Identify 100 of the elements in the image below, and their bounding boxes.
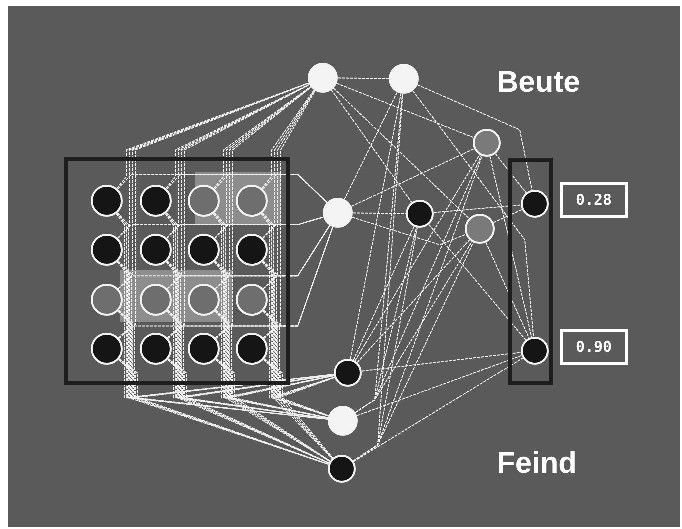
connection-line [166,260,330,464]
connection-line [353,226,415,361]
connection-line [344,92,398,200]
connection-line [338,78,390,80]
connection-line [355,241,473,414]
connection-line [428,224,526,341]
connection-line [168,84,310,340]
connection-line [118,226,334,339]
connection-line [262,260,334,460]
connection-line [417,84,533,191]
connection-line [361,352,522,372]
connection-line [264,310,334,459]
connection-line [216,310,331,462]
connection-line [119,358,330,465]
connection-line [118,82,310,340]
connection-line [262,90,315,190]
neuron-circle [91,333,123,365]
neuron-circle [334,359,362,387]
layer-frame [508,158,553,385]
neuron-circle [389,64,419,94]
connection-line [352,212,406,214]
connection-line [356,355,522,416]
connection-line [117,82,310,239]
neuron-circle [236,333,268,365]
output-label: Feind [497,447,577,481]
connection-line [336,83,474,138]
connection-line [215,310,329,418]
neuron-circle [328,406,358,436]
connection-line [263,90,316,290]
connection-line [352,217,467,246]
connection-line [118,260,330,466]
connection-line [350,93,402,360]
connection-line [331,90,412,204]
neuron-circle [521,337,549,365]
connection-line [215,86,312,290]
connection-line [216,358,331,462]
neuron-circle [140,185,172,217]
connection-line [264,358,330,416]
connection-line [262,225,330,290]
connection-line [263,226,334,339]
connection-line [262,310,336,399]
value-box: 0.90 [560,329,628,365]
connection-line [167,84,310,290]
connection-line [262,212,330,417]
connection-line [216,86,312,340]
connection-line [216,358,329,418]
connection-line [353,358,524,462]
neuron-circle [328,455,356,483]
connection-line [118,310,330,465]
connection-line [493,209,523,224]
connection-line [118,310,329,420]
neuron-circle [323,198,353,228]
neuron-circle [188,185,220,217]
connection-line [214,310,335,399]
connection-line [168,310,330,464]
connection-line [262,174,328,204]
neuron-circle [188,234,220,266]
connection-line [262,212,333,460]
connection-line [118,82,310,290]
connection-line [166,212,330,464]
connection-line [433,204,522,214]
connection-line [263,310,330,416]
neuron-circle [465,214,495,244]
connection-line [118,310,335,399]
connection-line [260,213,336,399]
connection-line [117,212,330,466]
layer-frame [64,157,290,385]
connection-line [118,359,335,399]
connection-line [356,240,470,364]
neuron-circle [140,234,172,266]
connection-line [333,88,470,220]
connection-line [351,148,475,208]
neuron-circle [140,333,172,365]
neuron-circle [308,63,338,93]
connection-line [412,90,534,338]
connection-line [263,359,336,399]
neuron-circle [91,234,123,266]
connection-line [262,90,316,239]
connection-line [262,261,330,417]
connection-line [166,84,310,190]
connection-line [117,174,328,204]
connection-line [116,82,310,190]
connection-line [214,86,312,190]
connection-line [353,242,474,462]
connection-line [264,90,316,340]
neuron-circle [406,200,434,228]
connection-line [214,86,312,239]
neuron-circle [91,284,123,316]
neuron-circle [521,190,549,218]
connection-line [486,242,530,339]
neuron-circle [473,129,501,157]
neuron-circle [91,185,123,217]
connection-line [118,358,329,420]
connection-line [262,216,324,240]
neuron-circle [236,284,268,316]
connection-line [495,154,527,194]
connection-line [490,156,532,338]
value-box: 0.28 [560,182,628,218]
neuron-circle [236,234,268,266]
connection-line [166,84,310,239]
